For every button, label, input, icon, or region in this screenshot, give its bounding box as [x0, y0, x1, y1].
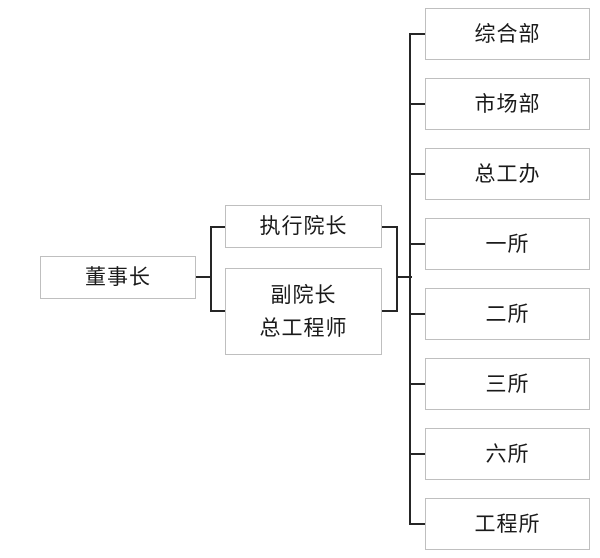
connector-executive-dean-out	[382, 226, 398, 228]
connector-to-vice-dean	[210, 310, 226, 312]
connector-stub-dept-6	[409, 383, 426, 385]
node-institute-engineering-label: 工程所	[474, 511, 541, 536]
connector-vice-dean-out	[382, 310, 398, 312]
connector-to-executive-dean	[210, 226, 226, 228]
connector-stub-dept-8	[409, 523, 426, 525]
node-executive-dean-label: 执行院长	[259, 214, 348, 239]
connector-level3-trunk	[409, 33, 411, 525]
connector-stub-dept-4	[409, 243, 426, 245]
node-vice-dean-chief-engineer[interactable]: 副院长 总工程师	[225, 268, 382, 355]
connector-level2-merge-spine	[396, 226, 398, 312]
connector-level2-spine	[210, 226, 212, 312]
node-dept-general-affairs-label: 综合部	[474, 21, 541, 46]
node-dept-marketing-label: 市场部	[474, 91, 541, 116]
node-dept-chief-engineer-office-label: 总工办	[474, 161, 541, 186]
connector-stub-dept-1	[409, 33, 426, 35]
node-dept-chief-engineer-office[interactable]: 总工办	[425, 148, 590, 200]
node-vice-dean-label: 副院长	[270, 283, 337, 308]
node-institute-3-label: 三所	[485, 371, 530, 396]
node-executive-dean[interactable]: 执行院长	[225, 205, 382, 248]
connector-stub-dept-3	[409, 173, 426, 175]
connector-chairman-stub	[196, 276, 212, 278]
connector-merge-to-trunk	[396, 276, 412, 278]
connector-stub-dept-5	[409, 313, 426, 315]
node-dept-marketing[interactable]: 市场部	[425, 78, 590, 130]
node-institute-6[interactable]: 六所	[425, 428, 590, 480]
node-dept-general-affairs[interactable]: 综合部	[425, 8, 590, 60]
connector-stub-dept-2	[409, 103, 426, 105]
node-chairman[interactable]: 董事长	[40, 256, 196, 299]
node-institute-6-label: 六所	[485, 441, 530, 466]
node-institute-1-label: 一所	[485, 231, 530, 256]
node-chief-engineer-label: 总工程师	[259, 315, 348, 340]
connector-stub-dept-7	[409, 453, 426, 455]
node-institute-2[interactable]: 二所	[425, 288, 590, 340]
node-institute-3[interactable]: 三所	[425, 358, 590, 410]
node-institute-engineering[interactable]: 工程所	[425, 498, 590, 550]
node-chairman-label: 董事长	[85, 265, 151, 290]
node-institute-2-label: 二所	[485, 301, 530, 326]
node-institute-1[interactable]: 一所	[425, 218, 590, 270]
